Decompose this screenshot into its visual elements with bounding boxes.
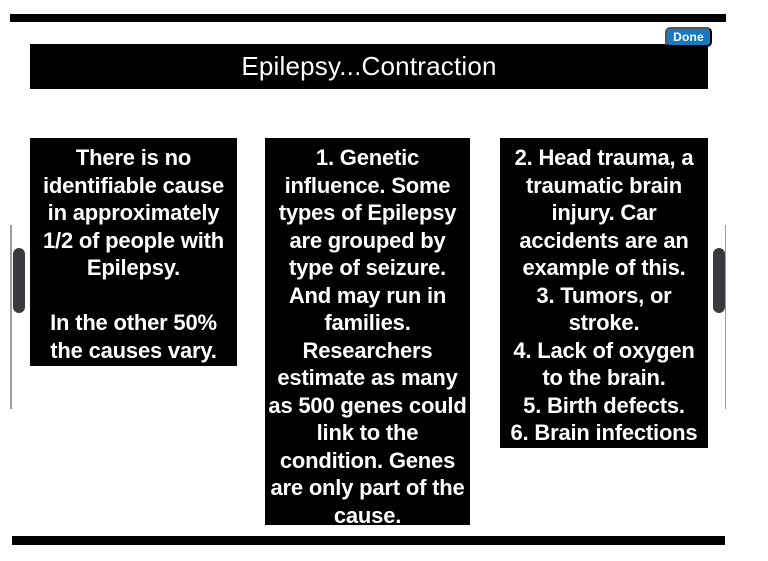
slide-canvas: Done Epilepsy...Contraction There is no … [10, 14, 726, 545]
slide-top-bar [10, 14, 726, 22]
text-box-other-causes[interactable]: 2. Head trauma, a traumatic brain injury… [500, 138, 708, 448]
right-edge-line [724, 225, 726, 409]
slide-title-text: Epilepsy...Contraction [241, 51, 497, 81]
done-button[interactable]: Done [665, 27, 712, 47]
right-edge-handle[interactable] [713, 248, 725, 313]
text-box-genetic-influence[interactable]: 1. Genetic influence. Some types of Epil… [265, 138, 470, 525]
text-box-no-identifiable-cause[interactable]: There is no identifiable cause in approx… [30, 138, 237, 366]
left-edge-line [10, 225, 12, 409]
slide-title-bar[interactable]: Epilepsy...Contraction [30, 44, 708, 89]
left-edge-handle[interactable] [13, 248, 25, 313]
slide-bottom-bar [12, 536, 725, 545]
